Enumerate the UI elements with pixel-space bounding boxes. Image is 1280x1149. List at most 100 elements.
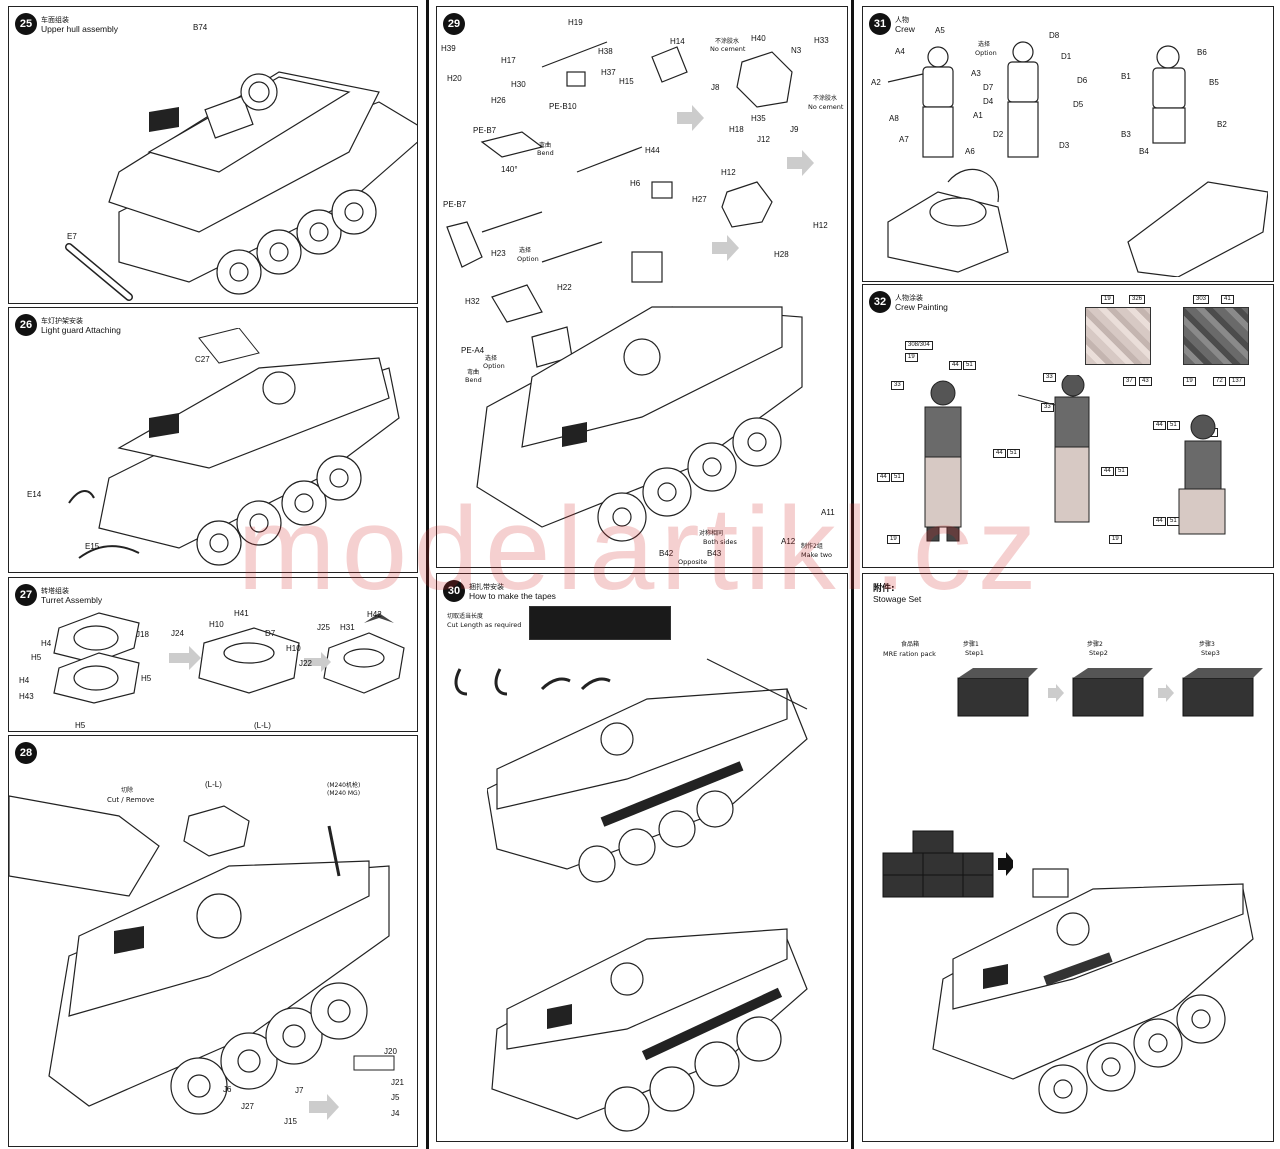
- step-29-panel: 29 H1: [436, 6, 848, 568]
- part-label: J12: [757, 135, 770, 144]
- part-label: J20: [384, 1047, 397, 1056]
- note-cn: 选择: [519, 247, 532, 254]
- part-label: B4: [1139, 147, 1149, 156]
- weapons-assembly-illustration: [446, 41, 814, 542]
- note-cn: 制作2组: [801, 543, 823, 550]
- option-en: Option: [975, 49, 997, 57]
- option-cn: 选择: [978, 41, 991, 48]
- mre-stack-illustration: [882, 830, 1013, 898]
- note-en: Bend: [465, 376, 482, 384]
- step-title-cn: 车面组装: [41, 16, 69, 24]
- crew-figures-illustration: [887, 41, 1268, 277]
- part-label: D2: [993, 130, 1004, 139]
- part-label: J25: [317, 623, 330, 632]
- part-label: J24: [171, 629, 184, 638]
- part-label: J4: [391, 1109, 400, 1118]
- tape-shapes: [454, 668, 611, 696]
- step-title-en: Upper hull assembly: [41, 24, 119, 34]
- part-label: H20: [447, 74, 462, 83]
- part-label: H12: [813, 221, 828, 230]
- part-label: H19: [568, 18, 583, 27]
- cut-note-en: Cut / Remove: [107, 796, 155, 804]
- part-label: A5: [935, 26, 945, 35]
- note-cn: 不涂胶水: [715, 38, 740, 45]
- step3-en: Step3: [1201, 649, 1220, 657]
- part-label: N3: [791, 46, 802, 55]
- paint-chip: 51: [963, 361, 976, 371]
- step2-en: Step2: [1089, 649, 1108, 657]
- step-title-cn: 车灯护架安装: [41, 317, 83, 325]
- mre-label-en: MRE ration pack: [883, 650, 936, 658]
- turret-assembly-illustration: [53, 612, 405, 704]
- part-label: A6: [965, 147, 975, 156]
- step-28-panel: 28 切除 Cut / Remove (L-L) (M240机枪) (M240 …: [8, 735, 418, 1147]
- part-label: D1: [1061, 52, 1072, 61]
- paint-chip: 19: [1183, 377, 1196, 387]
- note-label: (M240 MG): [327, 790, 361, 797]
- part-label: H15: [619, 77, 634, 86]
- part-label: H12: [721, 168, 736, 177]
- part-label: J22: [299, 659, 312, 668]
- step-title-en: How to make the tapes: [469, 591, 556, 601]
- part-label: H4: [41, 639, 52, 648]
- stowage-title-cn: 附件:: [873, 584, 895, 594]
- part-label: B43: [707, 549, 722, 558]
- paint-chip: 51: [1167, 421, 1180, 431]
- step1-en: Step1: [965, 649, 984, 657]
- part-label: B74: [193, 23, 208, 32]
- step-title-cn: 转塔组装: [41, 587, 69, 595]
- stowage-panel: 附件: Stowage Set 食品箱 MRE ration pack 步骤1 …: [862, 573, 1274, 1142]
- part-label: H26: [491, 96, 506, 105]
- paint-chip: 326: [1129, 295, 1146, 305]
- part-label: J6: [223, 1085, 232, 1094]
- part-label: H42: [367, 610, 382, 619]
- part-label: J18: [136, 630, 149, 639]
- stowed-vehicle-illustration: [932, 868, 1254, 1114]
- vehicle-hull-illustration: [65, 71, 417, 301]
- part-label: H32: [465, 297, 480, 306]
- step-32-panel: 32 人物涂装 Crew Painting 19 326 303 41 37 4…: [862, 284, 1274, 568]
- step-27-panel: 27 转塔组装 Turret Assembly J18 H4 H5 H4 H43…: [8, 577, 418, 732]
- paint-chip: 19: [1109, 535, 1122, 545]
- step-number-badge: 28: [15, 742, 37, 764]
- part-label: H4: [19, 676, 30, 685]
- vehicle-illustration: [68, 328, 400, 566]
- note-cn: 不涂胶水: [813, 95, 838, 102]
- part-label: H40: [751, 34, 766, 43]
- part-label: H23: [491, 249, 506, 258]
- paint-chip: 72: [1213, 377, 1226, 387]
- step-number-badge: 29: [443, 13, 465, 35]
- part-label: H17: [501, 56, 516, 65]
- camo-swatch-light: [1085, 307, 1151, 365]
- note-en: Option: [517, 255, 539, 263]
- paint-chip: 43: [1139, 377, 1152, 387]
- cut-note-cn: 切除: [121, 787, 134, 794]
- part-label: B5: [1209, 78, 1219, 87]
- stowage-title-en: Stowage Set: [873, 594, 922, 604]
- part-label: B3: [1121, 130, 1131, 139]
- part-label: H18: [729, 125, 744, 134]
- part-label: PE-B7: [473, 126, 497, 135]
- part-label: D8: [1049, 31, 1060, 40]
- camo-swatch-dark: [1183, 307, 1249, 365]
- step-title-en: Crew Painting: [895, 302, 948, 312]
- part-label: H31: [340, 623, 355, 632]
- part-label: J27: [241, 1102, 254, 1111]
- part-label: A1: [973, 111, 983, 120]
- note-en: No cement: [808, 103, 844, 111]
- step-number-badge: 32: [869, 291, 891, 313]
- part-label: H28: [774, 250, 789, 259]
- step-title-en: Turret Assembly: [41, 595, 103, 605]
- part-label: H5: [31, 653, 42, 662]
- part-label: J15: [284, 1117, 297, 1126]
- part-label: J21: [391, 1078, 404, 1087]
- note-cn: 切取适当长度: [447, 613, 484, 620]
- painted-crew-illustration: [924, 375, 1226, 542]
- paint-chip: 51: [1115, 467, 1128, 477]
- paint-chip: 308/304: [905, 341, 933, 351]
- step-26-panel: 26 车灯护架安装 Light guard Attaching C27 E14 …: [8, 307, 418, 573]
- part-label: J5: [391, 1093, 400, 1102]
- paint-chip: 44: [877, 473, 890, 483]
- part-label: B6: [1197, 48, 1207, 57]
- part-label: H22: [557, 283, 572, 292]
